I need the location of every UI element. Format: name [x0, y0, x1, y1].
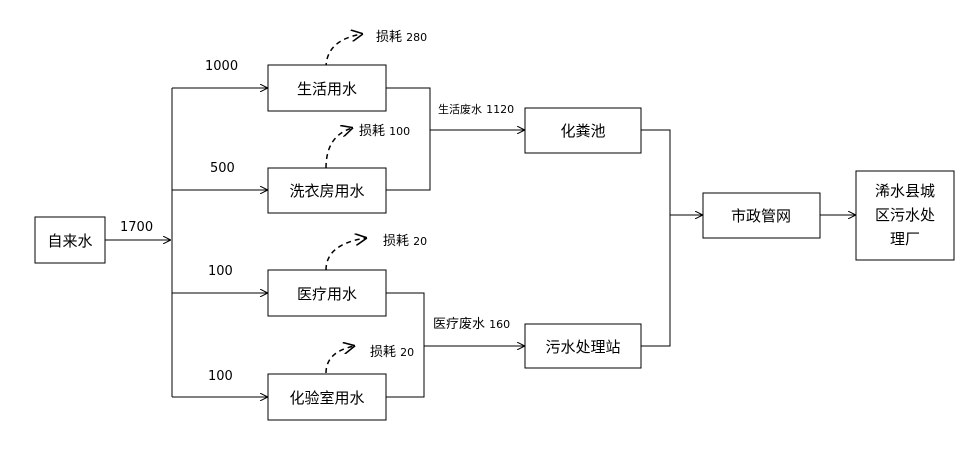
node-wwtp-label-line-3: 理厂 — [890, 230, 920, 248]
flow-label-laundry: 500 — [210, 161, 235, 176]
domestic-laundry-merge-line — [386, 87, 431, 191]
laundry-loss-arrow — [325, 128, 352, 169]
node-tap-water-label: 自来水 — [47, 232, 92, 250]
node-domestic-water-label: 生活用水 — [297, 80, 357, 98]
node-medical-water: 医疗用水 — [267, 269, 387, 317]
wastewater-labels: 生活废水 1120 医疗废水 160 — [433, 102, 514, 332]
loss-label-medical: 损耗 20 — [383, 234, 427, 249]
flow-label-domestic: 1000 — [205, 59, 238, 74]
node-lab-water: 化验室用水 — [267, 373, 387, 421]
node-lab-water-label: 化验室用水 — [289, 389, 364, 407]
node-wwtp-label-line-2: 区污水处 — [875, 206, 935, 224]
node-sewage-station: 污水处理站 — [524, 323, 642, 369]
domestic-loss-arrow — [325, 34, 362, 69]
node-municipal-network-label: 市政管网 — [731, 207, 791, 225]
node-domestic-water: 生活用水 — [267, 64, 387, 112]
medical-lab-merge-line — [386, 292, 425, 398]
node-septic-tank: 化粪池 — [524, 107, 642, 154]
lab-loss-arrow — [325, 346, 354, 374]
node-sewage-station-label: 污水处理站 — [545, 338, 620, 356]
loss-label-lab: 损耗 20 — [370, 345, 414, 360]
loss-labels: 损耗 280 损耗 100 损耗 20 损耗 20 — [359, 30, 427, 360]
wastewater-label-domestic: 生活废水 1120 — [438, 102, 514, 117]
flow-labels: 1700 1000 500 100 100 — [120, 59, 238, 384]
flow-label-tap-total: 1700 — [120, 220, 153, 235]
node-medical-water-label: 医疗用水 — [297, 285, 357, 303]
flow-label-medical: 100 — [208, 264, 233, 279]
wastewater-label-medical: 医疗废水 160 — [433, 316, 510, 332]
node-municipal-network: 市政管网 — [702, 192, 821, 239]
outflow-merge-line — [641, 129, 671, 347]
loss-arrows — [325, 34, 366, 374]
node-tap-water: 自来水 — [34, 216, 106, 264]
node-laundry-water-label: 洗衣房用水 — [289, 182, 364, 200]
flow-label-lab: 100 — [208, 369, 233, 384]
node-wwtp: 浠水县城 区污水处 理厂 — [855, 170, 955, 261]
loss-label-domestic: 损耗 280 — [376, 30, 427, 45]
node-septic-tank-label: 化粪池 — [560, 122, 605, 140]
node-wwtp-label-line-1: 浠水县城 — [875, 182, 935, 200]
connector-lines — [105, 88, 855, 397]
node-laundry-water: 洗衣房用水 — [267, 167, 387, 214]
loss-label-laundry: 损耗 100 — [359, 124, 410, 139]
medical-loss-arrow — [325, 238, 366, 271]
